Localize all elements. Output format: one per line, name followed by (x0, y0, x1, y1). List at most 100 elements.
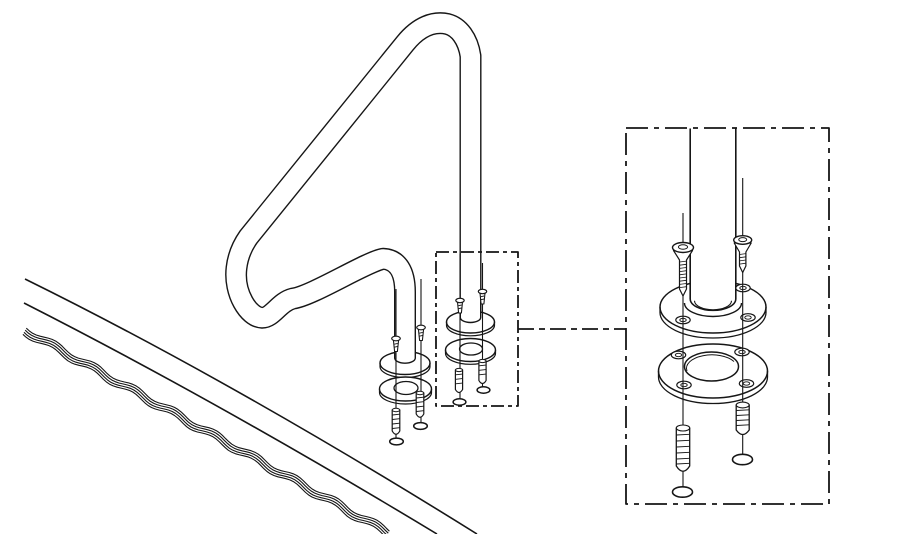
detail-lower-flange-hole (676, 380, 692, 390)
front-right-deck-hole-ring (412, 421, 429, 431)
detail-lower-flange-hole (738, 379, 755, 388)
pool-deck-edge (22, 278, 478, 534)
detail-left-screw-threads (679, 260, 687, 263)
detail-left-anchor-top (675, 424, 691, 432)
waterline-wavy-band-strand-4 (22, 333, 384, 534)
front-left-anchor-ribs (392, 413, 400, 416)
rear-left-screw-threads (458, 304, 462, 307)
rear-left-anchor-ribs (455, 382, 463, 385)
front-lower-flange-hole (393, 380, 419, 396)
front-left-anchor-ribs (392, 418, 400, 420)
detail-tube-fill (691, 128, 735, 300)
front-left-screw-head (391, 335, 401, 342)
detail-lower-flange-hole-countersink (680, 382, 688, 388)
detail-upper-flange-hole (740, 313, 756, 322)
detail-callout (435, 251, 626, 407)
front-left-deck-hole-ring (388, 437, 405, 446)
detail-left-screw-threads (679, 286, 687, 288)
rear-tube-end (459, 302, 482, 324)
deck-coping-line-outer (24, 278, 478, 534)
front-left-anchor-top (391, 407, 401, 413)
front-right-anchor-ribs (416, 405, 424, 408)
detail-lower-flange-hole (734, 347, 750, 357)
rear-right-screw-shank (479, 292, 486, 305)
rear-right-anchor-ribs (479, 369, 486, 371)
front-left-screw-threads (394, 342, 398, 345)
front-left-anchor-ribs (392, 427, 400, 429)
rear-left-screw-head (455, 297, 465, 304)
detail-left-screw-head (671, 241, 695, 254)
detail-left-anchor-ribs (676, 433, 690, 436)
waterline-wavy-band-strand-1 (25, 327, 390, 532)
detail-left-screw-threads (679, 279, 687, 282)
front-right-screw-head (416, 324, 426, 331)
front-right-anchor-ribs (416, 396, 424, 399)
detail-left-screw-threads (679, 270, 687, 272)
detail-lower-flange-rim (657, 371, 769, 405)
detail-right-anchor-ribs (736, 424, 750, 426)
detail-right-screw-threads (739, 253, 746, 255)
detail-tube-bottom (689, 298, 737, 312)
rear-left-wall-anchor (454, 369, 464, 394)
detail-right-deck-hole-ring (731, 453, 754, 466)
rear-right-screw-head (477, 288, 488, 295)
rear-right-deck-hole-ring (476, 386, 491, 394)
handrail (225, 12, 482, 363)
waterline-wavy-band-strand-2 (24, 329, 389, 534)
detail-right-anchor-top (735, 401, 750, 409)
front-right-screw-threads (419, 331, 423, 334)
detail-right-screw-threads (739, 262, 746, 265)
rear-right-anchor-top (478, 358, 487, 364)
detail-left-screw-threads (679, 267, 687, 269)
detail-lower-flange-hole-countersink (738, 349, 746, 355)
detail-lower-flange-center-hole (683, 351, 740, 382)
detail-upper-flange-rim (659, 307, 767, 339)
detail-left-anchor-ribs (676, 457, 690, 460)
rear-left-anchor-ribs (455, 378, 463, 380)
detail-right-anchor-ribs (736, 409, 750, 411)
detail-lower-flange-hole-countersink (674, 352, 683, 358)
front-right-wall-anchor (415, 392, 425, 418)
detail-right-anchor-ribs (736, 414, 750, 416)
detail-right-screw-head-recess (738, 237, 748, 243)
rear-left-anchor-top (454, 367, 464, 373)
front-right-anchor-ribs (416, 401, 424, 403)
front-left-screw-shank (392, 339, 400, 353)
detail-left-deck-hole-ring (671, 485, 694, 498)
front-left-screw-threads (394, 345, 398, 348)
front-right-screw-shank (417, 328, 425, 342)
front-left-anchor-ribs (392, 422, 400, 425)
detail-right-screw-head (733, 234, 753, 245)
detail-flange-collar (683, 302, 743, 318)
detail-left-anchor-ribs (676, 451, 690, 454)
rear-right-screw-threads (480, 298, 485, 301)
front-right-screw-threads (419, 334, 423, 337)
detail-left-anchor-ribs (676, 462, 690, 465)
detail-left-screw-threads (679, 283, 687, 285)
detail-right-screw-threads (739, 256, 746, 259)
rear-left-anchor-ribs (455, 373, 463, 376)
detail-left-screw-head-recess (677, 244, 689, 250)
detail-left-screw-threads (679, 273, 687, 276)
waterline-wavy-band-strand-3 (23, 331, 387, 534)
detail-left-anchor-ribs (676, 439, 690, 442)
handrail-tube-body (226, 13, 481, 363)
detail-right-anchor-ribs (736, 419, 750, 421)
detail-lower-flange-hole (670, 350, 687, 360)
detail-view-border (625, 127, 830, 505)
detail-lower-flange-hole-countersink (742, 381, 751, 386)
rear-lower-flange-rim (444, 350, 497, 365)
detail-left-screw-threads (679, 276, 687, 279)
rear-left-screw-shank (456, 301, 464, 314)
anchor-detail-view (625, 127, 830, 505)
rear-left-screw-threads (458, 307, 462, 310)
rear-right-anchor-ribs (479, 373, 486, 376)
front-right-anchor-ribs (416, 410, 424, 412)
rear-right-anchor-ribs (479, 364, 486, 367)
detail-tube-wall (693, 300, 733, 311)
front-right-anchor-top (415, 390, 425, 396)
front-lower-flange-rim (378, 389, 433, 405)
detail-left-screw-threads (679, 263, 687, 266)
